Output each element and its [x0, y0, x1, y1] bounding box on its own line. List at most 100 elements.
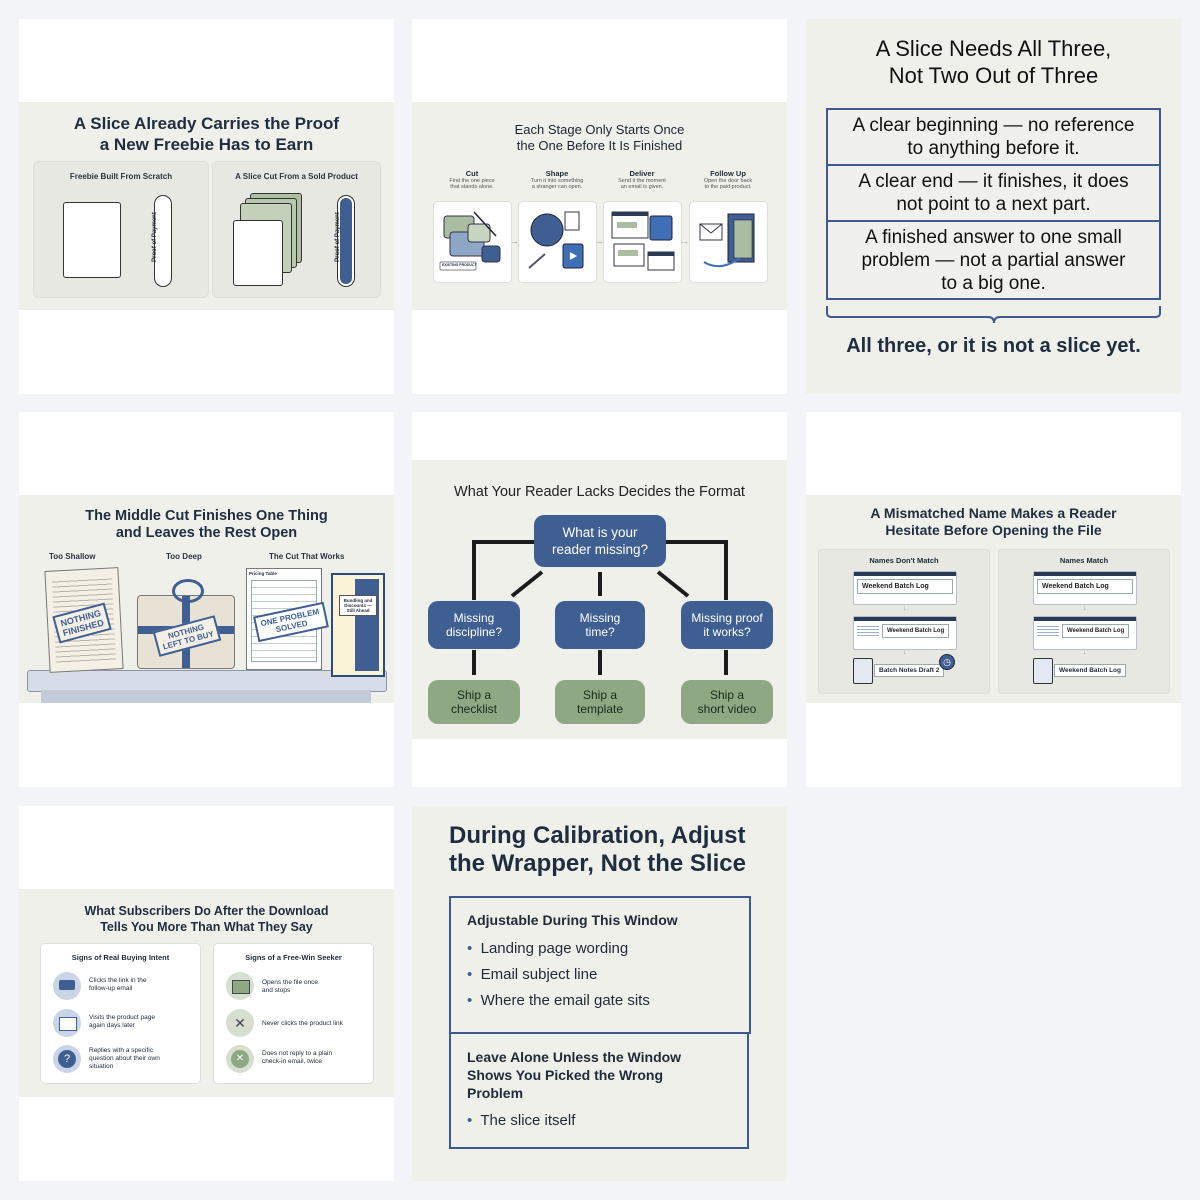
existing-product-label: EXISTING PRODUCT	[442, 263, 477, 267]
arrow-down-icon: ↓	[903, 605, 907, 612]
slide-title: A Slice Needs All Three, Not Two Out of …	[806, 35, 1181, 89]
adjustable-item: • Email subject line	[467, 966, 598, 983]
file-name-mismatch: Batch Notes Draft 2	[874, 664, 945, 677]
stage-name: Deliver	[629, 169, 655, 178]
panel-heading: Names Match	[1059, 556, 1109, 565]
email-title-text: Weekend Batch Log	[882, 624, 950, 638]
stage-desc: an email is given.	[620, 184, 664, 190]
blank-page-icon	[63, 202, 121, 278]
page-title-text: Weekend Batch Log	[1037, 579, 1133, 594]
criterion-text: A clear end — it finishes, it does	[858, 171, 1129, 192]
buying-intent-card: Signs of Real Buying Intent Clicks the l…	[40, 943, 201, 1084]
arrow-down-icon: ↓	[903, 649, 907, 656]
stage-name: Shape	[545, 169, 569, 178]
file-icon	[853, 658, 873, 684]
title-line: the One Before It Is Finished	[516, 138, 683, 153]
brace-icon	[826, 306, 1161, 324]
title-line: Not Two Out of Three	[888, 63, 1099, 88]
landing-page-window: Weekend Batch Log	[1033, 571, 1137, 605]
stage-cut: Cut Find the one piece that stands alone…	[433, 169, 511, 190]
title-line: During Calibration, Adjust	[449, 822, 746, 849]
conclusion-text: All three, or it is not a slice yet.	[846, 335, 1141, 357]
cursor-click-icon	[53, 972, 81, 1000]
pricing-table-label: Pricing Table	[249, 571, 277, 576]
column-label: Too Deep	[166, 552, 202, 561]
names-mismatch-panel: Names Don't Match Weekend Batch Log ↓ We…	[818, 549, 990, 694]
box-heading: Adjustable During This Window	[467, 912, 678, 928]
question-bubble-icon: ?	[53, 1045, 81, 1073]
email-window: Weekend Batch Log	[853, 616, 957, 650]
panel-heading: A Slice Cut From a Sold Product	[235, 172, 358, 181]
panel-heading: Freebie Built From Scratch	[69, 172, 173, 181]
slide-mismatched-name: A Mismatched Name Makes a Reader Hesitat…	[806, 412, 1181, 787]
browser-revisit-icon	[53, 1009, 81, 1037]
door-icon	[699, 213, 755, 268]
slide-canvas: Each Stage Only Starts Once the One Befo…	[412, 102, 787, 310]
tree-connectors	[472, 540, 728, 675]
no-reply-icon: ✕	[226, 1045, 254, 1073]
stage-desc: to the paid product.	[704, 184, 752, 190]
criterion-finished-answer: A finished answer to one small problem —…	[826, 220, 1161, 300]
criterion-beginning: A clear beginning — no reference to anyt…	[826, 108, 1161, 166]
proof-label: Proof of Payment	[334, 212, 341, 262]
stage-name: Cut	[465, 169, 479, 178]
title-line: A Mismatched Name Makes a Reader	[870, 505, 1117, 521]
slide-canvas: What Your Reader Lacks Decides the Forma…	[412, 460, 787, 739]
criterion-text: to a big one.	[941, 273, 1046, 294]
cursor-crossed-icon: ✕	[226, 1009, 254, 1037]
slide-subscriber-signals: What Subscribers Do After the Download T…	[19, 806, 394, 1181]
empty-proof-bar	[154, 195, 172, 287]
slide-calibration: During Calibration, Adjust the Wrapper, …	[412, 806, 787, 1181]
stage-desc: a stranger can open.	[531, 184, 583, 190]
stage-follow-up: Follow Up Open the door back to the paid…	[689, 169, 767, 190]
column-label: The Cut That Works	[269, 552, 345, 561]
title-line: The Middle Cut Finishes One Thing	[85, 508, 328, 524]
slide-canvas: What Subscribers Do After the Download T…	[19, 889, 394, 1097]
slide-stages: Each Stage Only Starts Once the One Befo…	[412, 19, 787, 394]
slide-canvas: A Slice Already Carries the Proof a New …	[19, 102, 394, 310]
slice-page-icon	[233, 220, 283, 286]
arrow-icon: →	[595, 236, 604, 246]
card-heading: Signs of Real Buying Intent	[71, 953, 170, 962]
proof-label: Proof of Payment	[151, 212, 158, 262]
criterion-text: A clear beginning — no reference	[852, 115, 1135, 136]
slide-slice-needs-three: A Slice Needs All Three, Not Two Out of …	[806, 19, 1181, 394]
follow-up-illustration	[689, 201, 768, 283]
arrow-icon: →	[680, 236, 689, 246]
slide-canvas: A Mismatched Name Makes a Reader Hesitat…	[806, 495, 1181, 703]
file-icon	[1033, 658, 1053, 684]
email-title-text: Weekend Batch Log	[1062, 624, 1130, 638]
panel-heading: Names Don't Match	[869, 556, 939, 565]
criterion-text: A finished answer to one small	[865, 227, 1122, 248]
free-win-card: Signs of a Free-Win Seeker Opens the fil…	[213, 943, 374, 1084]
title-line: Tells You More Than What They Say	[100, 920, 313, 934]
table-front	[41, 690, 371, 703]
deliver-illustration	[603, 201, 682, 283]
adjustable-item: • Landing page wording	[467, 940, 629, 957]
slide-title: During Calibration, Adjust the Wrapper, …	[449, 822, 746, 878]
slice-panel: A Slice Cut From a Sold Product Proof of…	[212, 161, 381, 298]
title-line: the Wrapper, Not the Slice	[449, 850, 746, 877]
adjustable-item: • Where the email gate sits	[467, 992, 650, 1009]
slide-middle-cut: The Middle Cut Finishes One Thing and Le…	[19, 412, 394, 787]
full-proof-bar	[337, 195, 355, 287]
cut-illustration: EXISTING PRODUCT	[433, 201, 512, 283]
email-screens-icon	[611, 211, 675, 271]
seeker-item: Never clicks the product link	[262, 1020, 343, 1027]
stage-desc: Turn it into something	[530, 178, 584, 184]
title-line: What Subscribers Do After the Download	[84, 904, 329, 918]
leave-alone-box: Leave Alone Unless the Window Shows You …	[449, 1032, 749, 1149]
leave-alone-item: • The slice itself	[467, 1112, 576, 1129]
arrow-down-icon: ↓	[1083, 605, 1087, 612]
cube-icon	[528, 211, 584, 269]
slide-title: A Mismatched Name Makes a Reader Hesitat…	[806, 505, 1181, 539]
stage-name: Follow Up	[710, 169, 746, 178]
